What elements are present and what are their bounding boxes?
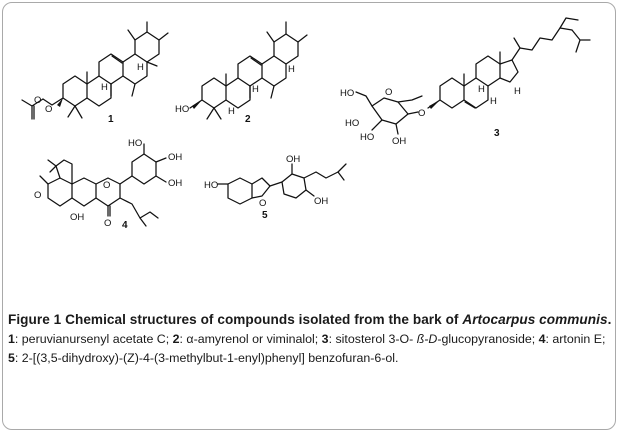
hydrogen-label: H (137, 62, 144, 73)
caption-item-3: 3: sitosterol 3-O- ß-D-glucopyranoside; (321, 332, 539, 346)
hydroxyl-label: OH (168, 152, 182, 163)
figure-frame (2, 2, 616, 430)
caption-item-2: 2: α-amyrenol or viminalol; (172, 332, 322, 346)
oxygen-label: O (45, 104, 52, 115)
structure-4: O O O OH HO OH OH 4 (34, 138, 182, 231)
compound-number-1: 1 (108, 114, 114, 125)
oxygen-label: O (34, 95, 41, 106)
hydrogen-label: H (490, 96, 497, 107)
structure-2: HO H H H 2 (175, 21, 308, 125)
compound-number-3: 3 (494, 128, 500, 139)
chemical-structures: O O H H 1 HO H H H 2 HO HO HO OH O (21, 17, 591, 231)
oxygen-label: O (104, 218, 111, 229)
hydroxyl-label: OH (392, 136, 406, 147)
hydroxyl-label: OH (168, 178, 182, 189)
hydroxyl-label: OH (70, 212, 84, 223)
structure-3: HO HO HO OH O O H H H 3 (340, 17, 591, 147)
hydroxyl-label: HO (345, 118, 359, 129)
caption-item-1: 1: peruvianursenyl acetate C; (8, 332, 173, 346)
structure-5: HO O OH OH 5 (204, 154, 347, 221)
structure-1: O O H H 1 (21, 21, 169, 125)
structures-svg: O O H H 1 HO H H H 2 HO HO HO OH O (21, 17, 591, 231)
hydrogen-label: H (478, 84, 485, 95)
hydroxyl-label: HO (360, 132, 374, 143)
oxygen-label: O (259, 198, 266, 209)
oxygen-label: O (418, 108, 425, 119)
compound-number-5: 5 (262, 210, 268, 221)
oxygen-label: O (385, 87, 392, 98)
hydrogen-label: H (101, 82, 108, 93)
hydrogen-label: H (252, 84, 259, 95)
caption-title: Figure 1 Chemical structures of compound… (8, 312, 612, 327)
hydroxyl-label: HO (204, 180, 218, 191)
caption-item-5: 5: 2-[(3,5-dihydroxy)-(Z)-4-(3-methylbut… (8, 351, 399, 365)
oxygen-label: O (103, 180, 110, 191)
hydroxyl-label: HO (175, 104, 189, 115)
compound-number-2: 2 (245, 114, 251, 125)
hydrogen-label: H (514, 86, 521, 97)
hydroxyl-label: OH (286, 154, 300, 165)
hydroxyl-label: OH (314, 196, 328, 207)
hydroxyl-label: HO (128, 138, 142, 149)
figure-caption: Figure 1 Chemical structures of compound… (8, 310, 612, 368)
hydrogen-label: H (288, 64, 295, 75)
hydroxyl-label: HO (340, 88, 354, 99)
caption-item-4: 4: artonin E; (538, 332, 606, 346)
compound-number-4: 4 (122, 220, 128, 231)
hydrogen-label: H (228, 106, 235, 117)
oxygen-label: O (34, 190, 41, 201)
